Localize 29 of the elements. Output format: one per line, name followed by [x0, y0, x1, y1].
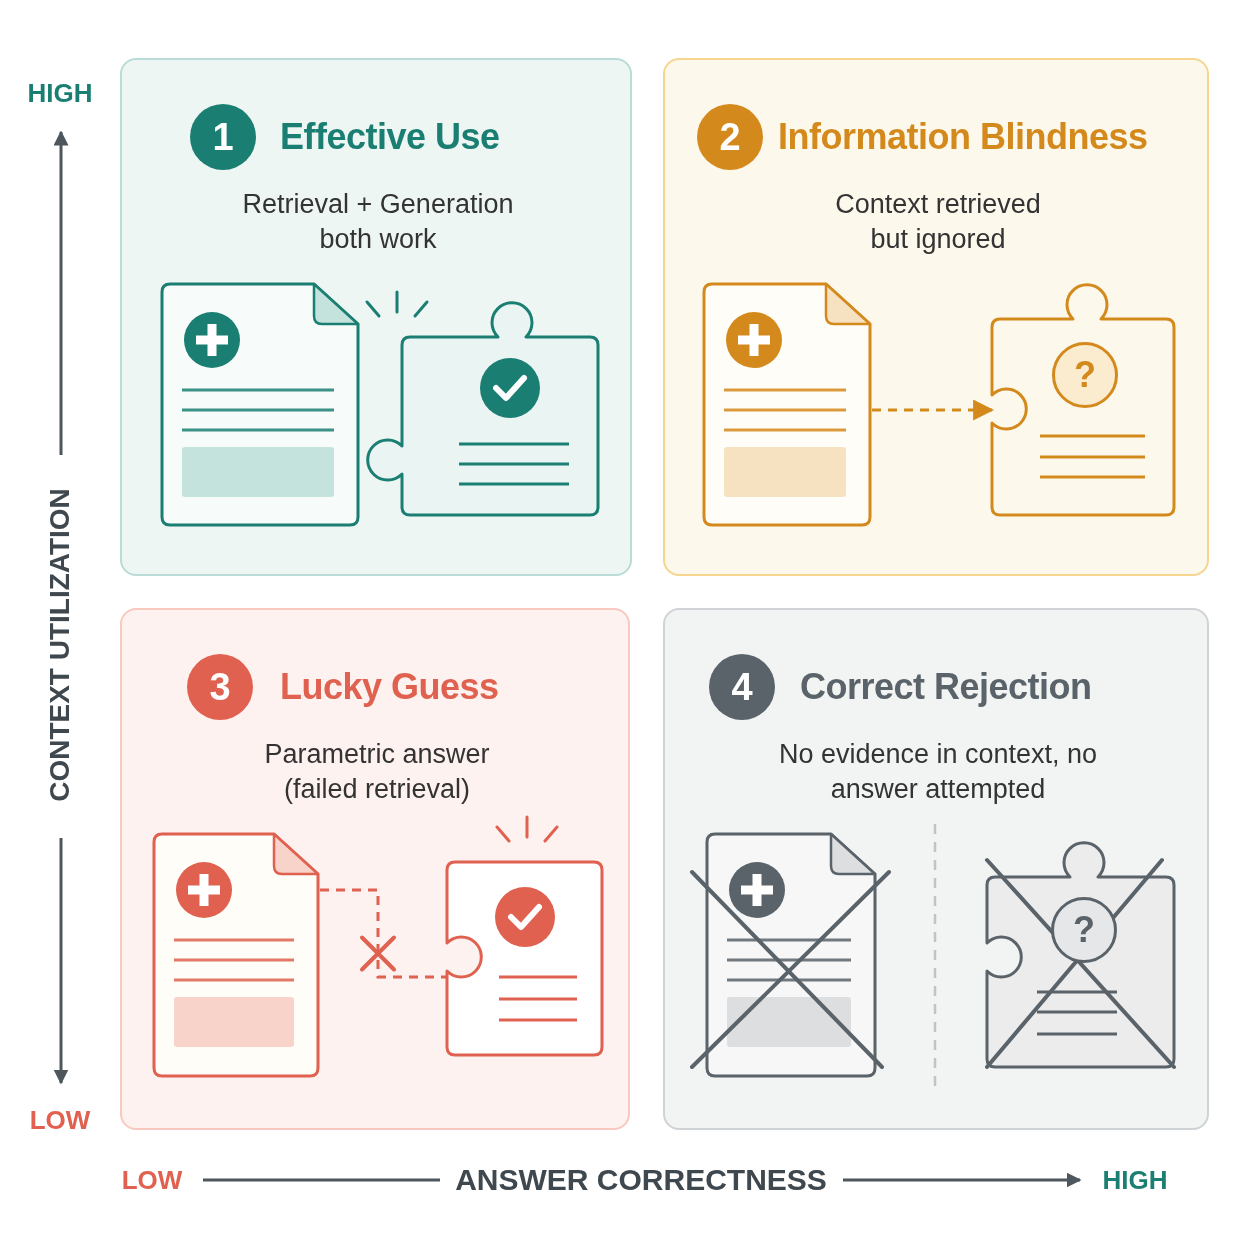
quadrant-panel	[120, 608, 630, 1130]
axis-end-label: HIGH	[27, 77, 93, 109]
axis-end-label: LOW	[29, 1104, 91, 1136]
quadrant-description: Parametric answer (failed retrieval)	[263, 738, 491, 806]
axis-title: CONTEXT UTILIZATION	[44, 488, 76, 802]
number-badge: 3	[187, 654, 253, 720]
axis-end-label: HIGH	[1102, 1164, 1168, 1196]
puzzle-piece-drawing	[987, 840, 1174, 1067]
quadrant-title: Effective Use	[280, 115, 500, 159]
quadrant-description: Retrieval + Generation both work	[241, 188, 515, 256]
number-badge: 1	[190, 104, 256, 170]
dashed-line	[320, 888, 447, 979]
quadrant-panel	[663, 608, 1209, 1130]
document-drawing	[152, 832, 320, 1078]
puzzle-piece-drawing	[992, 282, 1174, 515]
dashed-arrow	[872, 399, 995, 421]
quadrant-panel	[663, 58, 1209, 576]
axis-title: ANSWER CORRECTNESS	[455, 1163, 827, 1197]
document-drawing	[702, 282, 872, 527]
quadrant-title: Information Blindness	[778, 115, 1148, 159]
number-badge: 2	[697, 104, 763, 170]
quadrant-description: Context retrieved but ignored	[834, 188, 1042, 256]
quadrant-panel	[120, 58, 632, 576]
axis-end-label: LOW	[121, 1164, 183, 1196]
quadrant-title: Correct Rejection	[800, 665, 1092, 709]
number-badge: 4	[709, 654, 775, 720]
quadrant-title: Lucky Guess	[280, 665, 499, 709]
quadrant-description: No evidence in context, no answer attempted	[778, 738, 1098, 806]
puzzle-piece-drawing	[447, 817, 602, 1055]
